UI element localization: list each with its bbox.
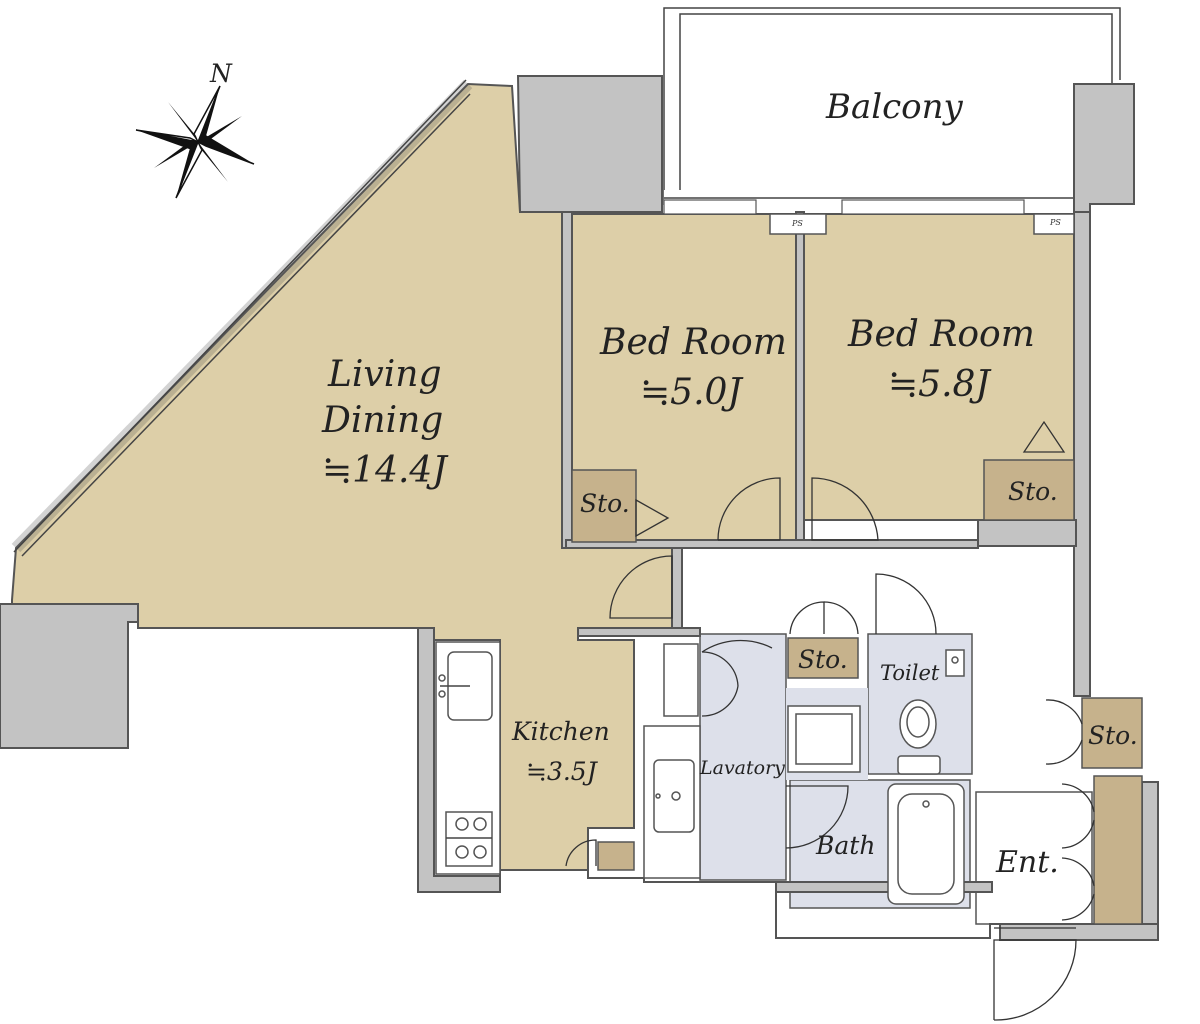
storage-hall-label: Sto.: [798, 645, 848, 674]
kitchen-area-label: ≒3.5J: [526, 757, 599, 786]
storage-entrance: [1081, 697, 1143, 925]
entrance-floor: [975, 791, 1093, 925]
stove-icon: [445, 811, 493, 867]
bedroom-1-label: Bed Room: [599, 322, 787, 363]
bath-label: Bath: [815, 831, 875, 860]
pipe-space-label: PS: [791, 219, 803, 228]
pipe-space-label: PS: [1049, 218, 1061, 227]
lavatory-label: Lavatory: [699, 757, 785, 779]
pipe-space-1: PS: [769, 213, 827, 235]
vanity-sink-icon: [643, 725, 701, 879]
structural-walls: [0, 75, 1159, 941]
storage-bedroom-1: [571, 469, 670, 543]
bedroom-2-label: Bed Room: [847, 314, 1035, 355]
fridge-space: [663, 643, 699, 717]
compass-north-label: N: [209, 59, 233, 88]
storage-bedroom-1-label: Sto.: [580, 489, 630, 518]
living-area-label: ≒14.4J: [322, 450, 449, 491]
storage-bedroom-2: [983, 420, 1075, 521]
entrance-label: Ent.: [995, 845, 1059, 880]
storage-entrance-label: Sto.: [1088, 721, 1138, 750]
bathtub-icon: [887, 783, 965, 905]
diagonal-window: [11, 79, 473, 557]
bedroom-1-area-label: ≒5.0J: [640, 372, 744, 413]
kitchen-label: Kitchen: [511, 717, 610, 746]
storage-bedroom-2-label: Sto.: [1008, 477, 1058, 506]
balcony-label: Balcony: [825, 87, 964, 127]
toilet-icon: [897, 649, 965, 775]
living-label-line2: Dining: [321, 400, 443, 441]
bedroom-2-area-label: ≒5.8J: [888, 364, 992, 405]
storage-hall: [787, 637, 859, 679]
washing-machine-icon: [787, 705, 861, 773]
doors: [565, 477, 1095, 1021]
living-label-line1: Living: [327, 354, 442, 395]
pipe-space-2: PS: [1033, 213, 1075, 235]
living-dining-floor: [11, 82, 681, 871]
hallway-floor: [682, 548, 1076, 792]
compass-rose-icon: [135, 85, 255, 199]
toilet-label: Toilet: [880, 661, 940, 685]
kitchen-cabinet: [597, 841, 635, 871]
